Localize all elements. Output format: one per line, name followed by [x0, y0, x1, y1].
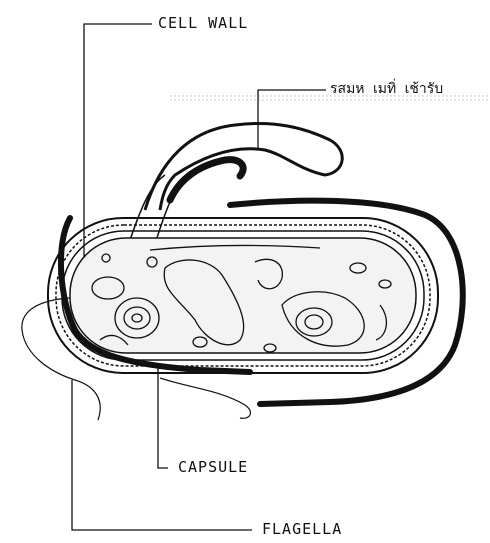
label-thai: รสมห เมทิ่ เช้ารับ [330, 78, 443, 100]
label-capsule: CAPSULE [178, 458, 248, 476]
label-cell-wall: CELL WALL [158, 14, 248, 32]
label-flagella: FLAGELLA [262, 520, 342, 538]
cell-wall [48, 218, 438, 373]
flagellum-strand-2 [160, 378, 250, 418]
flagellum-inner [170, 160, 243, 200]
